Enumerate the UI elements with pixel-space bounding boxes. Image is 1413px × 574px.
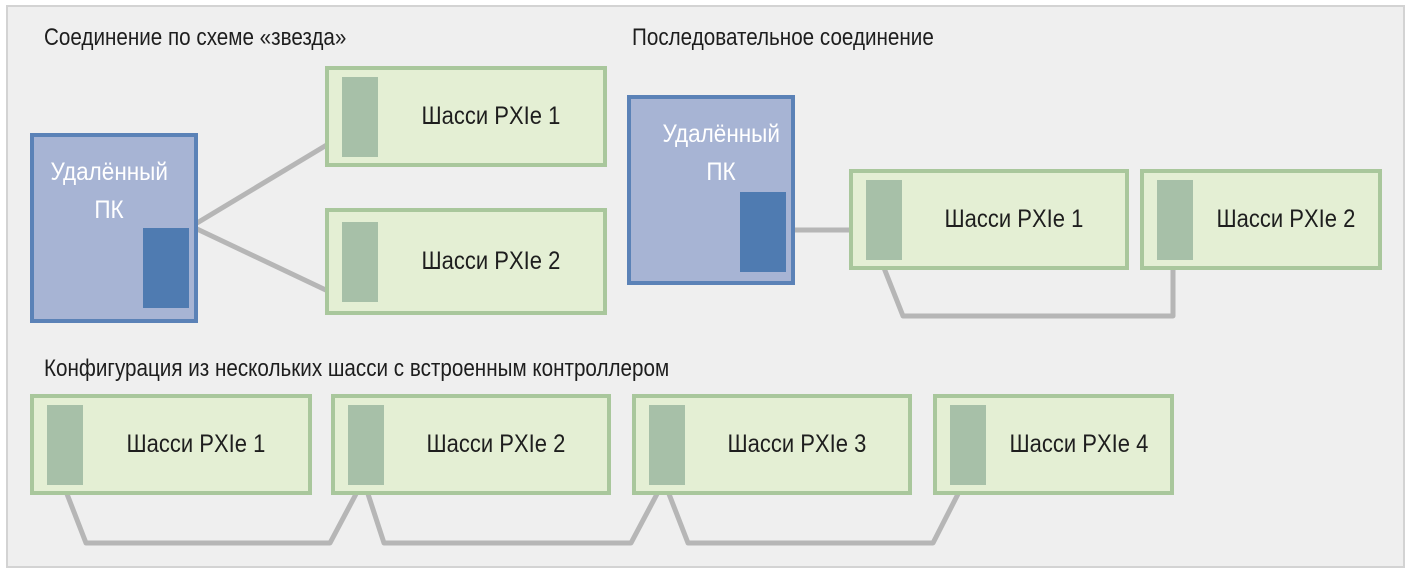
cable-star-1 <box>195 140 332 226</box>
cable-daisy-link <box>881 267 1176 319</box>
daisy-chassis-1: Шасси PXIe 1 <box>849 169 1129 270</box>
chassis-slot <box>342 77 378 157</box>
star-title: Соединение по схеме «звезда» <box>44 24 347 51</box>
multi-chassis-3: Шасси PXIe 3 <box>632 394 912 495</box>
pc-label: Удалённый ПК <box>50 158 168 224</box>
chassis-slot <box>348 405 384 485</box>
daisy-chassis-2: Шасси PXIe 2 <box>1140 169 1382 270</box>
cable-star-2 <box>195 226 332 295</box>
chassis-slot <box>950 405 986 485</box>
pc-port <box>740 192 786 272</box>
chassis-slot <box>649 405 685 485</box>
cable-multi-link-2 <box>365 492 660 546</box>
multi-chassis-4: Шасси PXIe 4 <box>933 394 1174 495</box>
star-remote-pc: Удалённый ПК <box>30 133 198 323</box>
multi-chassis-2: Шасси PXIe 2 <box>331 394 611 495</box>
star-chassis-2: Шасси PXIe 2 <box>325 208 607 315</box>
cable-multi-link-3 <box>666 492 961 546</box>
chassis-slot <box>866 180 902 260</box>
chassis-label: Шасси PXIe 2 <box>426 430 566 458</box>
pc-port <box>143 228 189 308</box>
chassis-label: Шасси PXIe 4 <box>1009 430 1148 458</box>
chassis-slot <box>342 222 378 302</box>
multi-title: Конфигурация из нескольких шасси с встро… <box>44 355 670 382</box>
pc-label: Удалённый ПК <box>662 120 780 186</box>
multi-chassis-1: Шасси PXIe 1 <box>30 394 312 495</box>
chassis-slot <box>47 405 83 485</box>
daisy-title: Последовательное соединение <box>632 24 934 51</box>
chassis-label: Шасси PXIe 2 <box>421 247 561 275</box>
star-chassis-1: Шасси PXIe 1 <box>325 66 607 167</box>
chassis-label: Шасси PXIe 1 <box>421 102 561 130</box>
cable-multi-link-1 <box>64 492 359 546</box>
chassis-label: Шасси PXIe 2 <box>1216 205 1356 233</box>
chassis-slot <box>1157 180 1193 260</box>
chassis-label: Шасси PXIe 1 <box>944 205 1084 233</box>
chassis-label: Шасси PXIe 1 <box>126 430 266 458</box>
daisy-remote-pc: Удалённый ПК <box>627 95 795 285</box>
chassis-label: Шасси PXIe 3 <box>727 430 867 458</box>
